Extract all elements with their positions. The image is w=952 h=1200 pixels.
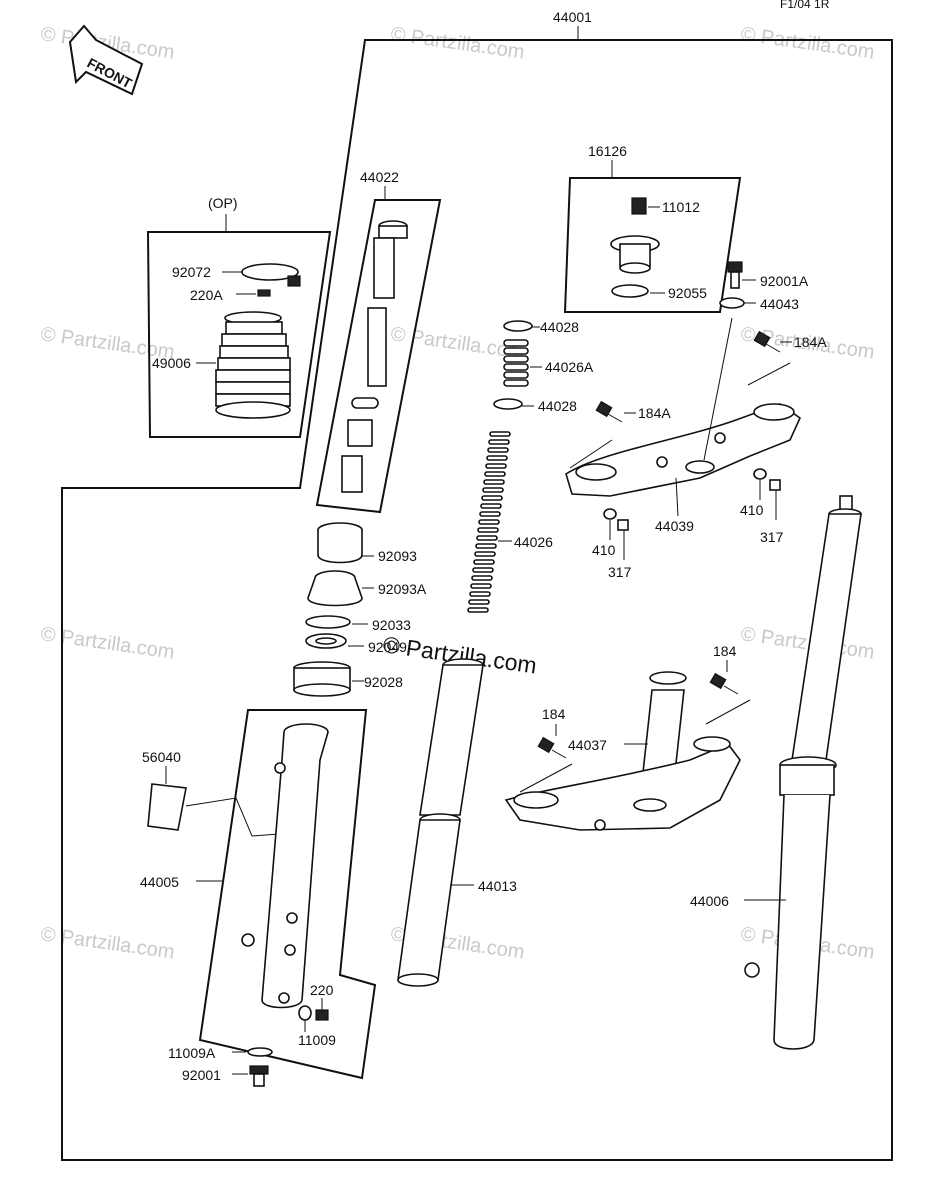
callout-317: 317 [760, 529, 784, 545]
watermark: © Partzilla.com [39, 623, 176, 664]
callout-92072: 92072 [172, 264, 211, 280]
part-11009a-gasket [247, 1047, 273, 1057]
part-44028-spring-seat-lower [493, 398, 523, 410]
callout-44013: 44013 [478, 878, 517, 894]
part-44028-spring-seat-upper [503, 320, 533, 332]
part-56040-label [147, 783, 187, 831]
part-92093a-dust-seal [307, 570, 363, 607]
callout-44043: 44043 [760, 296, 799, 312]
part-92001-drain-bolt [249, 1065, 269, 1087]
callout-410: 410 [592, 542, 616, 558]
assembly-frame-44001 [61, 39, 893, 1161]
part-11012-valve [631, 197, 647, 215]
part-92055-o-ring [611, 284, 649, 298]
part-220a-screw [257, 289, 271, 297]
callout-44022: 44022 [360, 169, 399, 185]
callout-92093a: 92093A [378, 581, 427, 597]
callout-44005: 44005 [140, 874, 179, 890]
watermark: © Partzilla.com [39, 923, 176, 964]
callout-56040: 56040 [142, 749, 181, 765]
corner-code: F1/04 1R [780, 0, 830, 11]
part-184-bolt-right [709, 672, 739, 695]
part-184a-bolt-2 [595, 400, 623, 423]
callout-220a: 220A [190, 287, 223, 303]
callout-44039: 44039 [655, 518, 694, 534]
callout-44028: 44028 [538, 398, 577, 414]
callout-317: 317 [608, 564, 632, 580]
part-44026a-short-spring [503, 339, 529, 387]
part-44026-fork-spring [467, 431, 511, 613]
part-16126-top-cap [610, 235, 660, 274]
part-92028-bushing [293, 661, 351, 697]
part-184a-bolt-1 [753, 330, 781, 353]
callout-44028: 44028 [540, 319, 579, 335]
part-44043-washer [719, 297, 745, 309]
part-44037-steering-stem [504, 671, 741, 831]
callout-11009: 11009 [298, 1032, 336, 1048]
callout-11009a: 11009A [168, 1045, 216, 1061]
callout-44001: 44001 [553, 9, 592, 25]
callout-44037: 44037 [568, 737, 607, 753]
callout-92033: 92033 [372, 617, 411, 633]
damper-rod-box-44022 [315, 199, 442, 514]
part-92093-dust-seal [317, 522, 363, 564]
part-92033-retaining-ring [305, 615, 351, 629]
callout-11012: 11012 [662, 199, 700, 215]
callout-184a: 184A [794, 334, 827, 350]
part-317-nut-left [617, 519, 629, 531]
part-184-bolt-left [537, 736, 567, 759]
part-11009-gasket [298, 1005, 312, 1021]
part-410-washer-left [603, 508, 617, 520]
watermark: © Partzilla.com [389, 23, 526, 64]
callout-op: (OP) [208, 195, 238, 211]
part-44005-outer-tube [241, 723, 329, 1009]
part-44039-upper-bracket [565, 403, 802, 497]
callout-44026a: 44026A [545, 359, 594, 375]
part-49006-fork-boot [215, 311, 291, 419]
part-317-nut-right [769, 479, 781, 491]
part-44013-inner-tube [397, 658, 484, 987]
watermark: © Partzilla.com [739, 23, 876, 64]
callout-184a: 184A [638, 405, 671, 421]
part-92072-clamp [241, 263, 301, 287]
callout-16126: 16126 [588, 143, 627, 159]
outer-tube-box-44005 [198, 709, 377, 1080]
part-44006-fork-assembly [744, 495, 862, 1050]
callout-92028: 92028 [364, 674, 403, 690]
part-44022-damper-rod [341, 220, 408, 493]
part-220-bolt [315, 998, 329, 1021]
callout-92093: 92093 [378, 548, 417, 564]
callout-44026: 44026 [514, 534, 553, 550]
part-92049-oil-seal [305, 633, 347, 649]
optional-boot-box [146, 231, 332, 438]
part-410-washer-right [753, 468, 767, 480]
part-92001a-bolt [727, 261, 743, 289]
callout-184: 184 [542, 706, 566, 722]
callout-92001: 92001 [182, 1067, 221, 1083]
callout-49006: 49006 [152, 355, 191, 371]
top-cap-box-16126 [563, 177, 742, 313]
callout-410: 410 [740, 502, 764, 518]
callout-220: 220 [310, 982, 334, 998]
callout-92049: 92049 [368, 639, 407, 655]
callout-92001a: 92001A [760, 273, 809, 289]
callout-184: 184 [713, 643, 737, 659]
callout-92055: 92055 [668, 285, 707, 301]
callout-44006: 44006 [690, 893, 729, 909]
